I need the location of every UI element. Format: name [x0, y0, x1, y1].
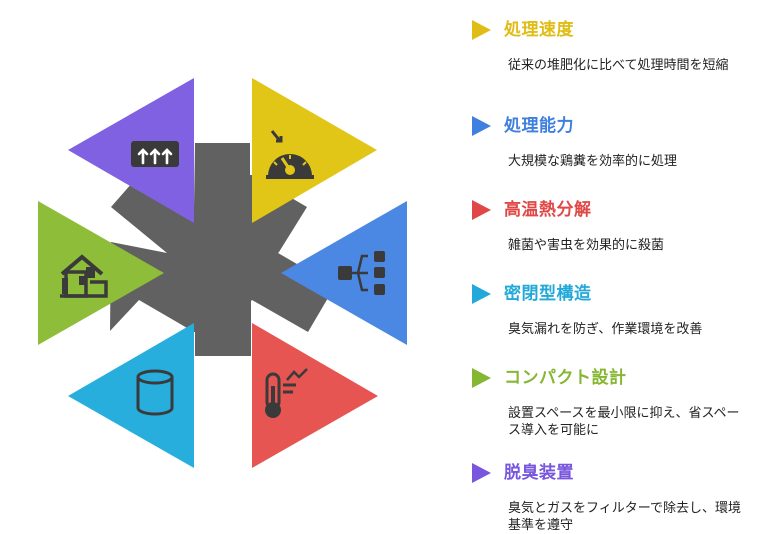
feature-description: 従来の堆肥化に比べて処理時間を短縮: [508, 58, 729, 73]
play-marker-icon: [472, 116, 491, 136]
feature-description: 設置スペースを最小限に抑え、省スペース導入を可能に: [508, 406, 740, 438]
pressure-gauge-icon: [266, 130, 314, 179]
house-icon: [60, 254, 108, 298]
feature-description: 大規模な鶏糞を効率的に処理: [508, 154, 678, 169]
segment-sealed: [68, 323, 194, 468]
segment-decomposition: [252, 323, 378, 468]
play-marker-icon: [472, 463, 491, 483]
feature-title: 処理能力: [504, 116, 574, 136]
play-marker-icon: [472, 368, 491, 388]
feature-item-deodorizer: 脱臭装置 臭気とガスをフィルターで除去し、環境基準を遵守: [470, 458, 770, 534]
play-marker-icon: [472, 200, 491, 220]
feature-title: 密閉型構造: [504, 284, 592, 304]
feature-title: 処理速度: [504, 20, 574, 40]
play-marker-icon: [472, 20, 491, 40]
heat-vent-icon: [131, 141, 179, 167]
cylinder-icon: [136, 369, 174, 416]
feature-item-decomposition: 高温熱分解 雑菌や害虫を効果的に殺菌: [470, 195, 770, 254]
feature-item-speed: 処理速度 従来の堆肥化に比べて処理時間を短縮: [470, 15, 770, 74]
feature-description: 雑菌や害虫を効果的に殺菌: [508, 238, 665, 253]
feature-title: コンパクト設計: [504, 368, 627, 388]
hexagon-diagram: [38, 78, 407, 468]
feature-item-capacity: 処理能力 大規模な鶏糞を効率的に処理: [470, 111, 770, 170]
feature-item-compact: コンパクト設計 設置スペースを最小限に抑え、省スペース導入を可能に: [470, 363, 770, 439]
feature-title: 脱臭装置: [504, 463, 574, 483]
distribution-network-icon: [338, 251, 385, 295]
play-marker-icon: [472, 284, 491, 304]
segment-speed: [252, 78, 377, 223]
thermometer-icon: [265, 368, 308, 418]
feature-title: 高温熱分解: [504, 200, 592, 220]
feature-description: 臭気漏れを防ぎ、作業環境を改善: [508, 322, 703, 337]
feature-item-sealed: 密閉型構造 臭気漏れを防ぎ、作業環境を改善: [470, 279, 770, 338]
